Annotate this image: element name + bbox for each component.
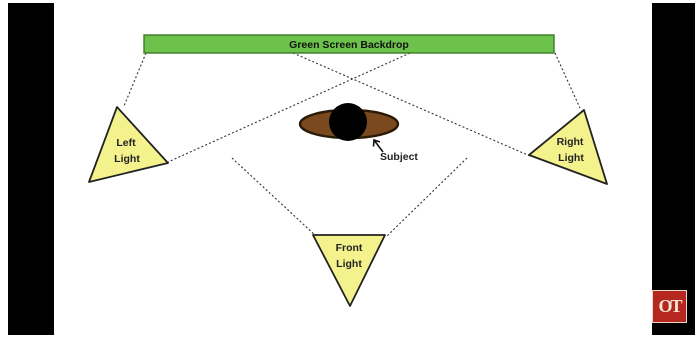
- left-light: [88, 106, 169, 183]
- left-light-label-line2: Light: [114, 153, 140, 165]
- light-beams: [123, 52, 581, 237]
- letterbox-right: [652, 3, 695, 335]
- green-screen-backdrop: [143, 34, 555, 54]
- right-light-label-line2: Light: [558, 152, 584, 164]
- front-light-label-line2: Light: [336, 258, 362, 270]
- letterbox-left: [8, 3, 54, 335]
- beam-front-left: [231, 157, 317, 237]
- beam-right-cross: [292, 52, 531, 157]
- subject-label: Subject: [380, 151, 418, 163]
- front-light-label-line1: Front: [336, 242, 363, 254]
- right-light-label-line1: Right: [557, 136, 584, 148]
- subject-head: [329, 103, 367, 141]
- beam-left-outer: [123, 52, 147, 107]
- beam-right-outer: [554, 52, 581, 109]
- channel-logo: OT: [652, 290, 687, 323]
- right-light: [528, 109, 608, 185]
- subject-arrow-icon: [372, 138, 384, 153]
- front-light: [312, 234, 386, 307]
- left-light-label-line1: Left: [116, 137, 136, 149]
- backdrop-label: Green Screen Backdrop: [289, 39, 409, 51]
- beam-front-right: [386, 157, 468, 237]
